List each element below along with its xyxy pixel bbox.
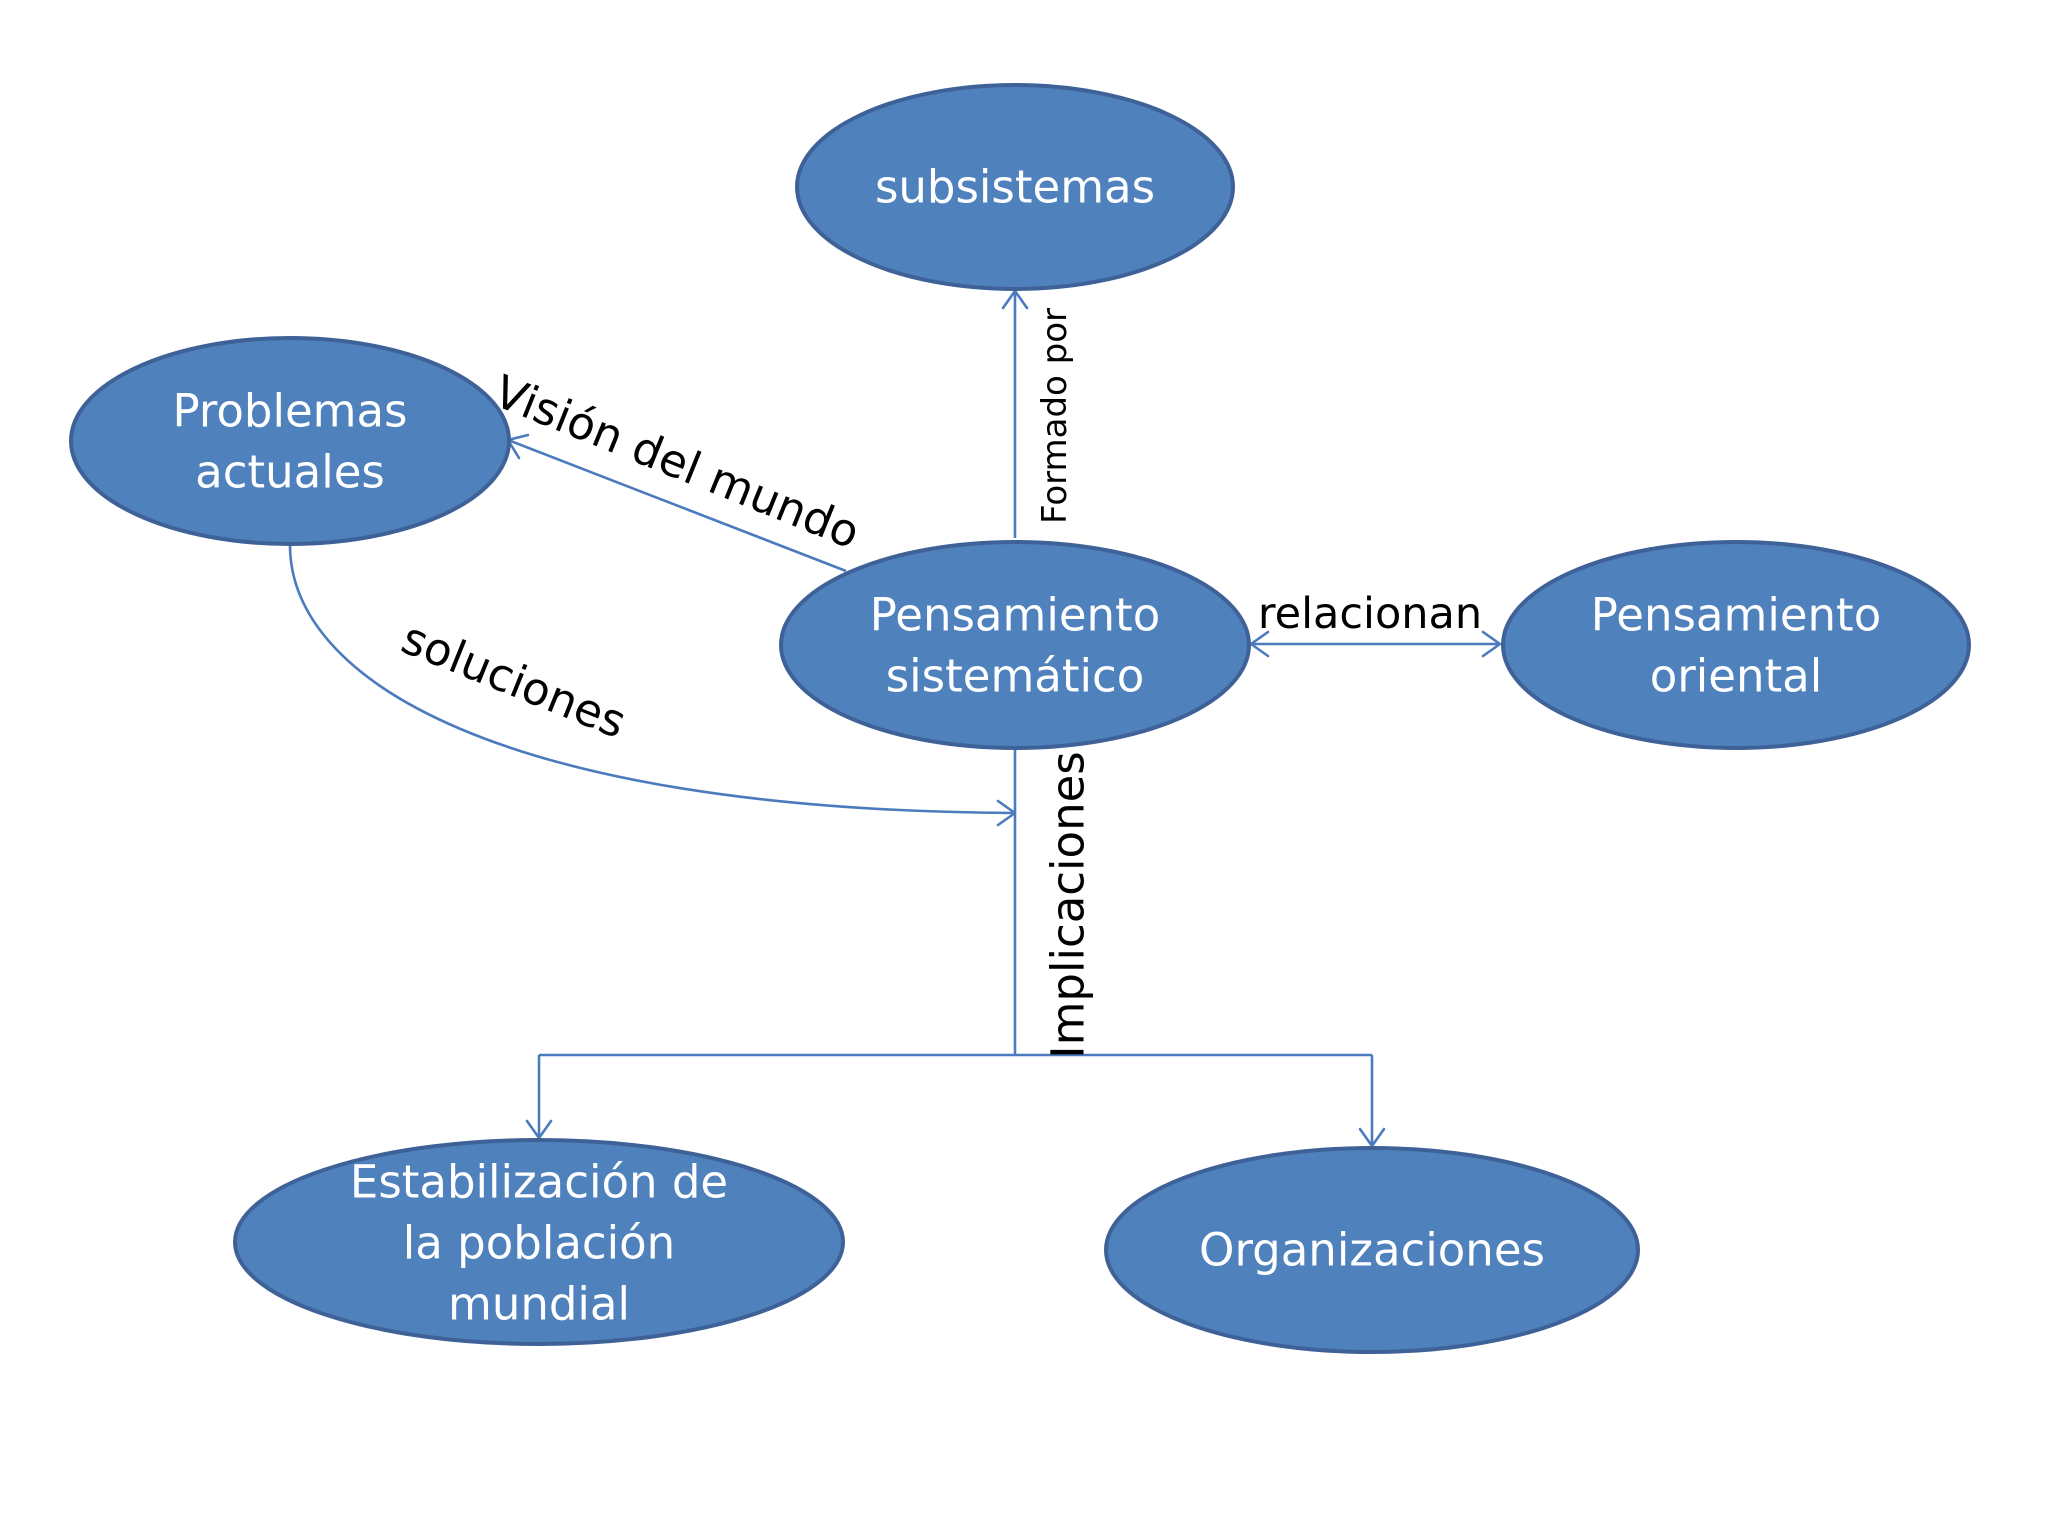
edge-label-formado-por: Formado por <box>1035 308 1075 524</box>
node-problemas-actuales: Problemas actuales <box>69 336 511 546</box>
node-label: mundial <box>448 1278 630 1331</box>
edge-soluciones <box>288 544 1016 815</box>
node-organizaciones: Organizaciones <box>1104 1146 1640 1354</box>
node-label: Pensamiento <box>1591 589 1881 642</box>
node-shape <box>795 83 1235 291</box>
arrowhead-left-icon <box>1249 630 1270 658</box>
edge-label-vision-del-mundo: Visión del mundo <box>487 365 867 560</box>
arrowhead-right-icon <box>1481 630 1502 658</box>
node-label: Estabilización de <box>350 1156 728 1209</box>
edge-label-relacionan: relacionan <box>1258 589 1482 639</box>
node-label: Organizaciones <box>1199 1224 1545 1277</box>
node-pensamiento-sistematico: Pensamiento sistemático <box>779 540 1251 750</box>
edge-label-soluciones: soluciones <box>394 611 633 749</box>
node-pensamiento-oriental: Pensamiento oriental <box>1501 540 1971 750</box>
node-label: oriental <box>1650 650 1822 703</box>
node-label: Pensamiento <box>870 589 1160 642</box>
node-label: actuales <box>195 446 385 499</box>
node-shape <box>69 336 511 546</box>
node-label: la población <box>403 1217 675 1270</box>
node-shape <box>1501 540 1971 750</box>
node-subsistemas: subsistemas <box>795 83 1235 291</box>
edge-label-implicaciones: Implicaciones <box>1042 751 1095 1058</box>
node-shape <box>1104 1146 1640 1354</box>
edge-vision-del-mundo <box>507 438 847 573</box>
node-shape <box>233 1138 845 1346</box>
node-label: subsistemas <box>875 161 1155 214</box>
node-label: sistemático <box>886 650 1145 703</box>
node-label: Problemas <box>173 385 408 438</box>
node-shape <box>779 540 1251 750</box>
node-estabilizacion: Estabilización de la población mundial <box>233 1138 845 1346</box>
